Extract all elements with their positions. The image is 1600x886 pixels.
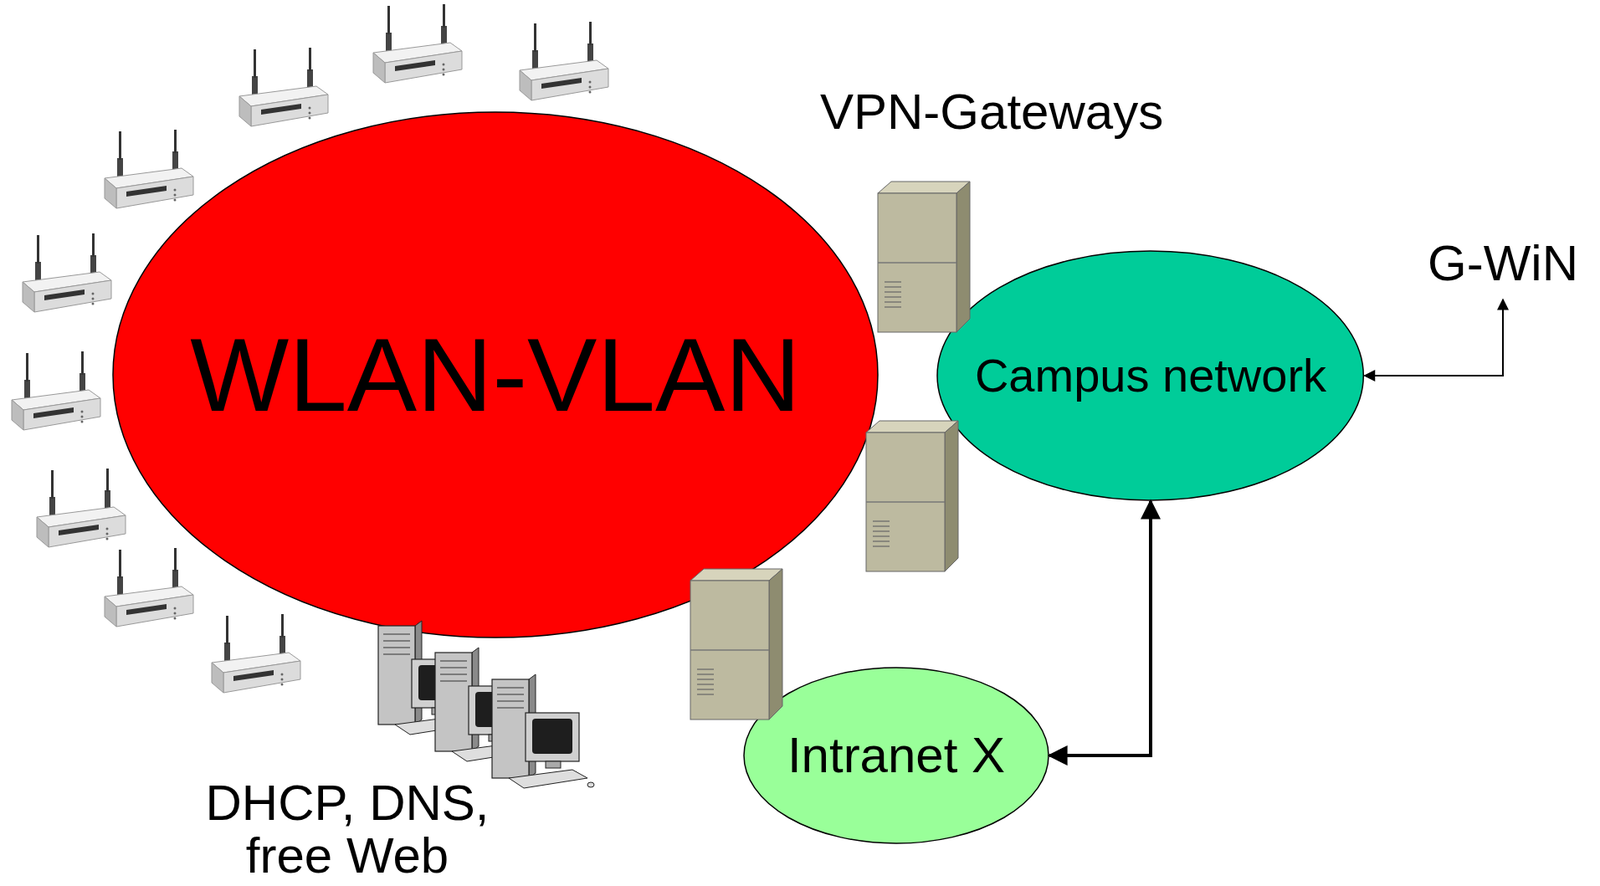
vpn-gateway-server [877,181,970,333]
network-ellipse: Intranet X [743,666,1050,845]
vpn-gateways [690,181,970,720]
ellipse-shape [112,112,878,638]
access-point [104,129,194,209]
service-computers [378,620,595,789]
pc-computer [492,674,595,789]
pc-computer [435,647,538,762]
vpn-gateway-server [690,569,783,720]
network-label: G-WiN [1424,234,1582,293]
pc-computer [378,620,481,735]
access-points [11,4,609,693]
access-point [11,351,101,431]
access-point [373,4,462,83]
access-point [239,47,329,127]
vlan-ellipse: WLAN-VLAN [112,111,879,639]
access-point [104,548,194,627]
access-point [519,21,609,101]
node-text: G-WiN [1427,235,1579,292]
vpn-gateway-server [866,420,959,572]
service-label: DHCP, DNS, free Web [179,776,515,883]
access-point [22,233,112,313]
access-point [36,468,126,548]
group-label: VPN-Gateways [820,85,1206,139]
access-point [211,614,301,693]
ellipse-shape [937,251,1364,501]
node-text: WLAN-VLAN [189,317,800,433]
connector-arrow [1049,501,1151,756]
ellipse-shape [743,667,1049,844]
node-text: Campus network [974,349,1327,402]
node-text: Intranet X [787,728,1006,784]
connector-arrow [1364,299,1503,376]
network-ellipse: Campus network [936,250,1365,502]
